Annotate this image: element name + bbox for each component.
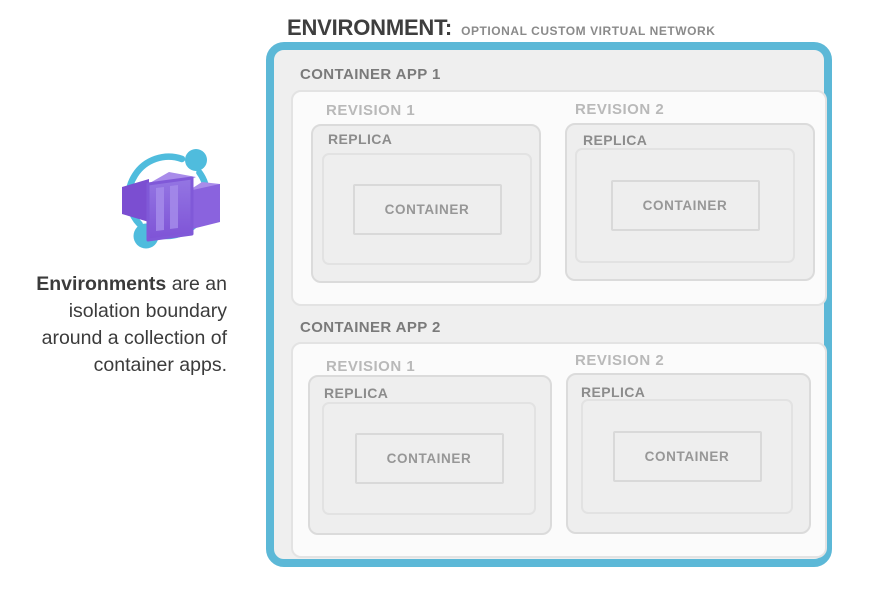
app1-rev2-container-box: CONTAINER — [610, 180, 760, 231]
azure-container-apps-icon — [112, 146, 224, 252]
app1-revision-2-box: REPLICA CONTAINER — [565, 123, 815, 281]
virtual-network-subtitle: OPTIONAL CUSTOM VIRTUAL NETWORK — [461, 24, 716, 38]
app2-revision-1-box: REPLICA CONTAINER — [308, 375, 552, 535]
app2-rev2-container-label: CONTAINER — [644, 449, 730, 464]
app1-revision-2-label: REVISION 2 — [575, 101, 665, 118]
app1-rev1-replica-label: REPLICA — [328, 131, 393, 147]
app2-rev1-replica-box: CONTAINER — [322, 402, 536, 515]
app2-rev1-container-box: CONTAINER — [354, 433, 504, 484]
app2-rev2-container-box: CONTAINER — [612, 431, 762, 482]
app2-rev2-replica-label: REPLICA — [581, 384, 646, 400]
app1-rev1-container-label: CONTAINER — [384, 201, 470, 217]
app2-revision-2-box: REPLICA CONTAINER — [566, 373, 811, 534]
app1-rev1-container-box: CONTAINER — [352, 183, 502, 235]
container-app-2-panel: REVISION 1 REVISION 2 REPLICA CONTAINER … — [291, 342, 827, 558]
container-app-1-label: CONTAINER APP 1 — [300, 66, 441, 83]
app2-revision-2-label: REVISION 2 — [575, 352, 665, 369]
app2-rev2-replica-box: CONTAINER — [581, 399, 793, 514]
app1-revision-1-box: REPLICA CONTAINER — [311, 124, 541, 283]
app2-rev1-replica-label: REPLICA — [324, 385, 389, 401]
app1-revision-1-label: REVISION 1 — [326, 102, 416, 119]
environment-boundary: CONTAINER APP 1 REVISION 1 REVISION 2 RE… — [266, 42, 832, 567]
container-app-2-label: CONTAINER APP 2 — [300, 319, 441, 336]
app2-revision-1-label: REVISION 1 — [326, 358, 416, 375]
diagram-title: ENVIRONMENT: OPTIONAL CUSTOM VIRTUAL NETW… — [287, 15, 715, 41]
app2-rev1-container-label: CONTAINER — [386, 451, 472, 466]
app1-rev2-container-label: CONTAINER — [642, 198, 728, 213]
environment-title: ENVIRONMENT: — [287, 15, 453, 40]
container-app-1-panel: REVISION 1 REVISION 2 REPLICA CONTAINER … — [291, 90, 827, 306]
app1-rev2-replica-box: CONTAINER — [575, 148, 795, 263]
app1-rev2-replica-label: REPLICA — [583, 132, 648, 148]
app1-rev1-replica-box: CONTAINER — [322, 153, 532, 265]
caption-bold-word: Environments — [36, 273, 167, 295]
environment-caption: Environments are an isolation boundary a… — [18, 271, 227, 379]
caption-text: are an isolation boundary around a colle… — [41, 273, 227, 376]
